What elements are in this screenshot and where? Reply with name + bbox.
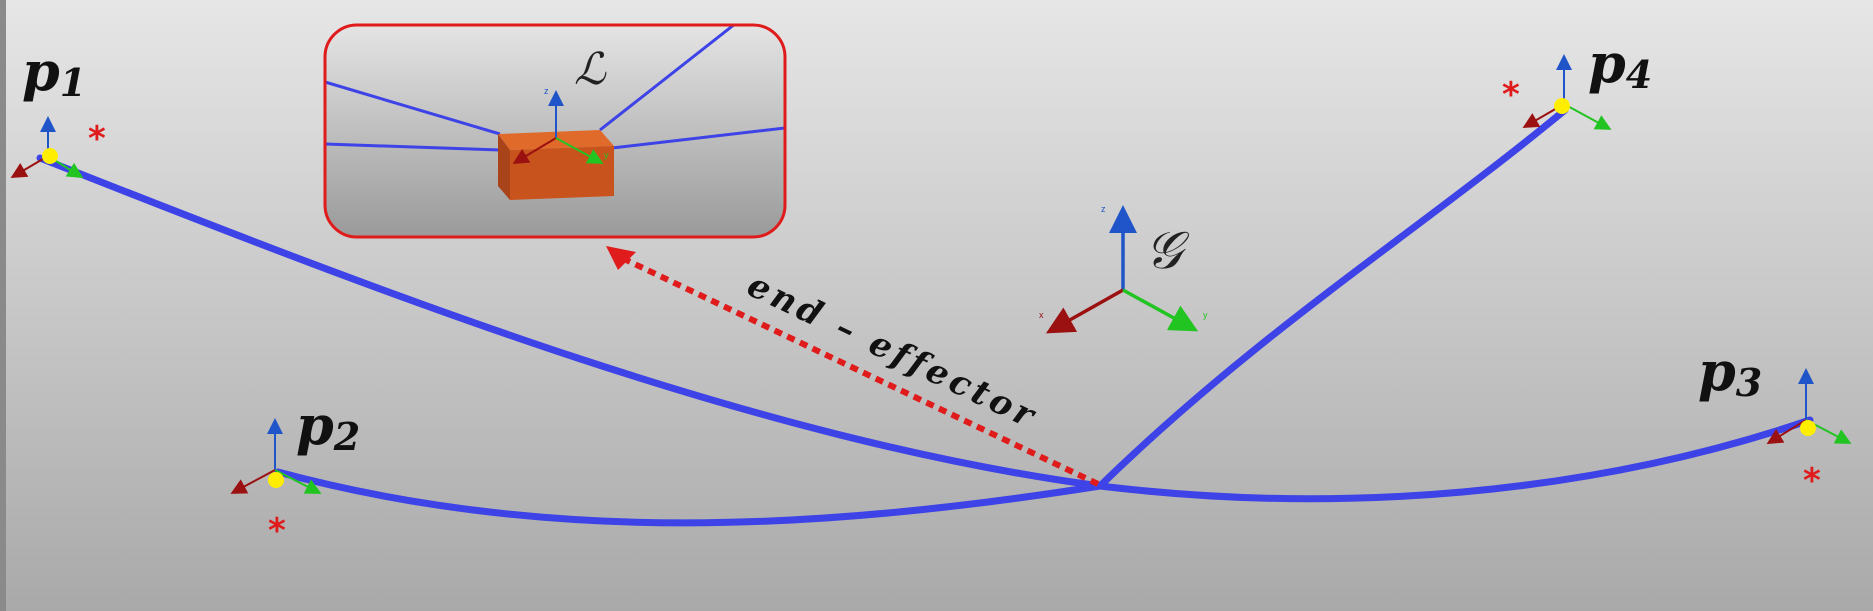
inset-cable-2 — [325, 142, 501, 152]
global-y-axis — [1122, 288, 1199, 332]
p3-marker: * — [1803, 461, 1821, 501]
p1-label: p1 — [22, 39, 86, 105]
anchor-p3: p3 * — [1698, 339, 1852, 501]
end-effector-arrowhead — [606, 246, 636, 270]
p4-marker: * — [1502, 75, 1520, 115]
local-frame-inset: z y ℒ — [323, 23, 787, 239]
p4-label: p4 — [1588, 31, 1652, 97]
p4-anchor-dot — [1554, 98, 1570, 114]
p2-marker: * — [268, 511, 286, 551]
p1-x-axis — [10, 155, 49, 179]
p2-anchor-dot — [268, 472, 284, 488]
p1-anchor-dot — [42, 148, 58, 164]
cable-p1 — [36, 154, 1104, 490]
inset-cable-4 — [611, 126, 785, 150]
left-border — [0, 0, 6, 611]
global-x-axis — [1045, 288, 1124, 334]
anchor-p4: p4 * — [1502, 31, 1652, 130]
cable-p2 — [274, 468, 1104, 527]
cables — [36, 106, 1814, 527]
end-effector-dotted-line — [620, 255, 1100, 487]
p2-label: p2 — [296, 393, 360, 459]
p3-label: p3 — [1698, 339, 1762, 405]
end-effector-arrow — [606, 246, 1100, 487]
inset-cable-3 — [599, 25, 741, 132]
global-y-label: y — [1203, 310, 1208, 320]
end-effector-box-front — [510, 146, 614, 200]
p4-y-axis — [1563, 103, 1612, 130]
global-x-label: x — [1039, 310, 1044, 320]
global-z-label: z — [1101, 204, 1106, 214]
local-x-axis — [512, 137, 557, 165]
p2-y-axis — [274, 469, 322, 494]
inset-cable-1 — [325, 80, 501, 136]
anchor-p1: p1 * — [10, 39, 106, 179]
cable-p3 — [1096, 416, 1814, 503]
end-effector-box-top — [498, 130, 614, 150]
local-frame-label: ℒ — [574, 44, 607, 95]
anchor-p2: p2 * — [230, 393, 360, 551]
local-z-label: z — [544, 86, 549, 96]
p3-x-axis — [1766, 419, 1807, 445]
local-y-axis — [555, 137, 604, 164]
end-effector-box-side — [498, 134, 510, 200]
p1-marker: * — [88, 119, 106, 159]
p3-anchor-dot — [1800, 420, 1816, 436]
inset-border — [323, 23, 787, 239]
p2-x-axis — [230, 469, 276, 494]
local-y-label: y — [604, 150, 609, 160]
cable-p4 — [1096, 106, 1569, 490]
